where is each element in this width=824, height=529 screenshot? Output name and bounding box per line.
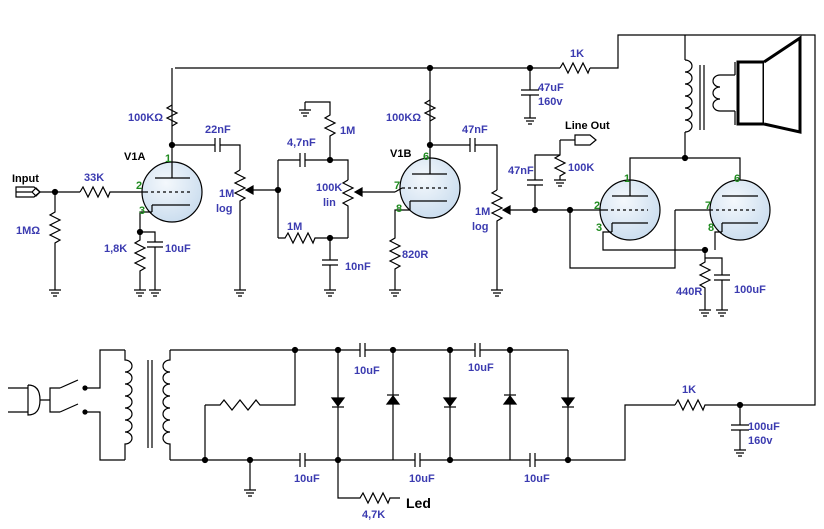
input-jack	[15, 186, 80, 198]
label-pot-tone-value: 100K	[316, 182, 342, 194]
power-transformer	[124, 349, 296, 461]
label-r-cathode2: 820R	[402, 249, 428, 261]
potentiometer-volume1	[233, 169, 282, 297]
pin-out2-7: 7	[705, 200, 711, 212]
label-c-supply1-value: 47uF	[538, 82, 564, 94]
label-c-cathode1: 10uF	[165, 243, 191, 255]
pin-out1-2: 2	[594, 200, 600, 212]
pin-out1-1: 1	[624, 173, 630, 185]
line-out-network	[527, 134, 597, 210]
pin-v1b-7: 7	[394, 180, 400, 192]
label-r-plate2: 100KΩ	[386, 112, 421, 124]
resistor-supply1	[559, 61, 591, 75]
potentiometer-volume2	[490, 189, 574, 297]
label-pot2-taper: log	[472, 221, 489, 233]
voltage-multiplier	[201, 343, 675, 505]
speaker-icon	[736, 35, 802, 134]
label-r-input-series: 33K	[84, 172, 104, 184]
label-c-coupling1: 22nF	[205, 124, 231, 136]
label-pot2-value: 1M	[475, 206, 490, 218]
pin-out2-8: 8	[708, 222, 714, 234]
tube-output2	[674, 179, 771, 250]
pin-v1a-3: 3	[139, 205, 145, 217]
label-r-line: 100K	[568, 162, 594, 174]
tube-output1	[569, 157, 741, 269]
output-transformer	[681, 35, 736, 162]
resistor-input-shunt	[48, 192, 62, 297]
supply-filter2	[674, 398, 749, 457]
label-c-supply1-voltage: 160v	[538, 96, 563, 108]
label-v1a: V1A	[124, 151, 145, 163]
label-r-input-shunt: 1MΩ	[16, 225, 40, 237]
label-c-mult3: 10uF	[294, 473, 320, 485]
label-c-tone1: 4,7nF	[287, 137, 316, 149]
label-r-plate1: 100KΩ	[128, 112, 163, 124]
label-c-supply2-value: 100uF	[748, 421, 780, 433]
label-input: Input	[12, 173, 39, 185]
label-pot-tone-taper: lin	[323, 197, 336, 209]
capacitor-coupling1	[172, 138, 241, 170]
label-c-coupling2: 47nF	[462, 124, 488, 136]
label-pot1-taper: log	[216, 203, 233, 215]
label-c-cathode-out: 100uF	[734, 284, 766, 296]
label-pot1-value: 1M	[219, 188, 234, 200]
pin-out1-3: 3	[596, 222, 602, 234]
label-led: Led	[406, 495, 431, 511]
mains-plug-icon	[8, 349, 125, 461]
cathode-network-output	[698, 246, 730, 317]
tone-network	[277, 101, 395, 297]
label-r-supply1: 1K	[570, 48, 584, 60]
label-r-led: 4,7K	[362, 509, 385, 521]
label-c-mult1: 10uF	[354, 365, 380, 377]
capacitor-coupling2	[430, 138, 498, 190]
resistor-input-series	[79, 185, 140, 199]
label-c-mult2: 10uF	[468, 362, 494, 374]
label-r-supply2: 1K	[682, 384, 696, 396]
label-v1b: V1B	[390, 148, 411, 160]
label-c-mult4: 10uF	[409, 473, 435, 485]
pin-v1a-1: 1	[165, 153, 171, 165]
pin-out2-6: 6	[734, 173, 740, 185]
label-r-cathode1: 1,8K	[104, 243, 127, 255]
label-c-line: 47nF	[508, 165, 534, 177]
tube-v1b	[388, 68, 461, 297]
label-r-tone1: 1M	[340, 125, 355, 137]
capacitor-supply1	[521, 68, 539, 125]
label-c-mult5: 10uF	[524, 473, 550, 485]
label-r-cathode-out: 440R	[676, 286, 702, 298]
pin-v1b-8: 8	[396, 203, 402, 215]
pin-v1b-6: 6	[423, 151, 429, 163]
label-r-tone2: 1M	[287, 221, 302, 233]
label-c-tone2: 10nF	[345, 261, 371, 273]
tube-v1a	[139, 68, 203, 235]
label-line-out: Line Out	[565, 120, 610, 132]
pin-v1a-2: 2	[136, 180, 142, 192]
cathode-network1	[133, 228, 163, 297]
label-c-supply2-voltage: 160v	[748, 435, 773, 447]
